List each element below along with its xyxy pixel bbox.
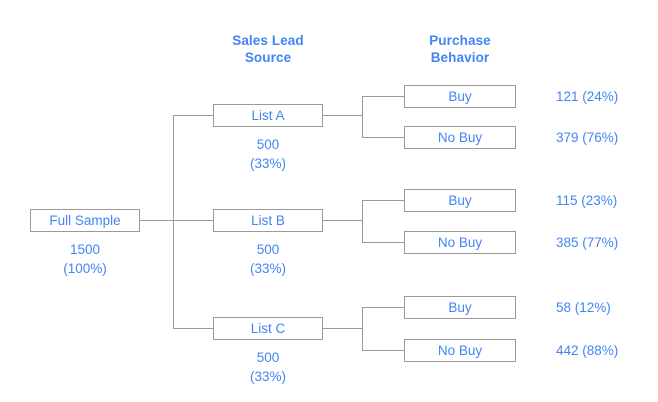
stat-list-a-percent: (33%)	[249, 156, 286, 171]
connector-list-a-stem	[323, 115, 363, 116]
connector-list-b-to-no-buy	[362, 242, 404, 243]
connector-list-c-stem	[323, 328, 363, 329]
connector-root-to-list-b	[173, 220, 213, 221]
column-header-sales-lead-source: Sales Lead Source	[232, 33, 304, 65]
value-list-c-no-buy: 442 (88%)	[556, 343, 619, 358]
stat-list-c-percent: (33%)	[249, 369, 286, 384]
value-list-a-buy: 121 (24%)	[556, 89, 619, 104]
connector-root-trunk	[140, 220, 174, 221]
node-list-c[interactable]: List C	[213, 317, 323, 340]
connector-root-vertical-spine	[173, 115, 174, 329]
value-list-a-no-buy: 379 (76%)	[556, 130, 619, 145]
connector-list-a-to-buy	[362, 96, 404, 97]
node-list-a[interactable]: List A	[213, 104, 323, 127]
connector-list-b-spine	[362, 200, 363, 242]
value-list-c-buy: 58 (12%)	[556, 300, 611, 315]
connector-list-c-to-no-buy	[362, 350, 404, 351]
node-list-c-no-buy[interactable]: No Buy	[404, 339, 516, 362]
value-list-b-no-buy: 385 (77%)	[556, 235, 619, 250]
connector-list-c-to-buy	[362, 307, 404, 308]
value-list-b-buy: 115 (23%)	[556, 193, 618, 208]
connector-list-b-stem	[323, 220, 363, 221]
connector-root-to-list-a	[173, 115, 213, 116]
connector-list-c-spine	[362, 307, 363, 350]
connector-root-to-list-c	[173, 328, 213, 329]
node-list-a-no-buy[interactable]: No Buy	[404, 126, 516, 149]
node-list-c-buy[interactable]: Buy	[404, 296, 516, 319]
stat-list-a-count: 500	[256, 137, 280, 152]
stat-list-b-count: 500	[256, 242, 280, 257]
stat-full-sample-percent: (100%)	[63, 261, 107, 276]
node-list-b-buy[interactable]: Buy	[404, 189, 516, 212]
node-list-a-buy[interactable]: Buy	[404, 85, 516, 108]
stat-full-sample-count: 1500	[69, 242, 101, 257]
connector-list-a-spine	[362, 96, 363, 137]
connector-list-b-to-buy	[362, 200, 404, 201]
stat-list-b-percent: (33%)	[249, 261, 286, 276]
column-header-purchase-behavior: Purchase Behavior	[429, 33, 491, 65]
connector-list-a-to-no-buy	[362, 137, 404, 138]
node-list-b-no-buy[interactable]: No Buy	[404, 231, 516, 254]
node-list-b[interactable]: List B	[213, 209, 323, 232]
node-full-sample[interactable]: Full Sample	[30, 209, 140, 232]
stat-list-c-count: 500	[256, 350, 280, 365]
